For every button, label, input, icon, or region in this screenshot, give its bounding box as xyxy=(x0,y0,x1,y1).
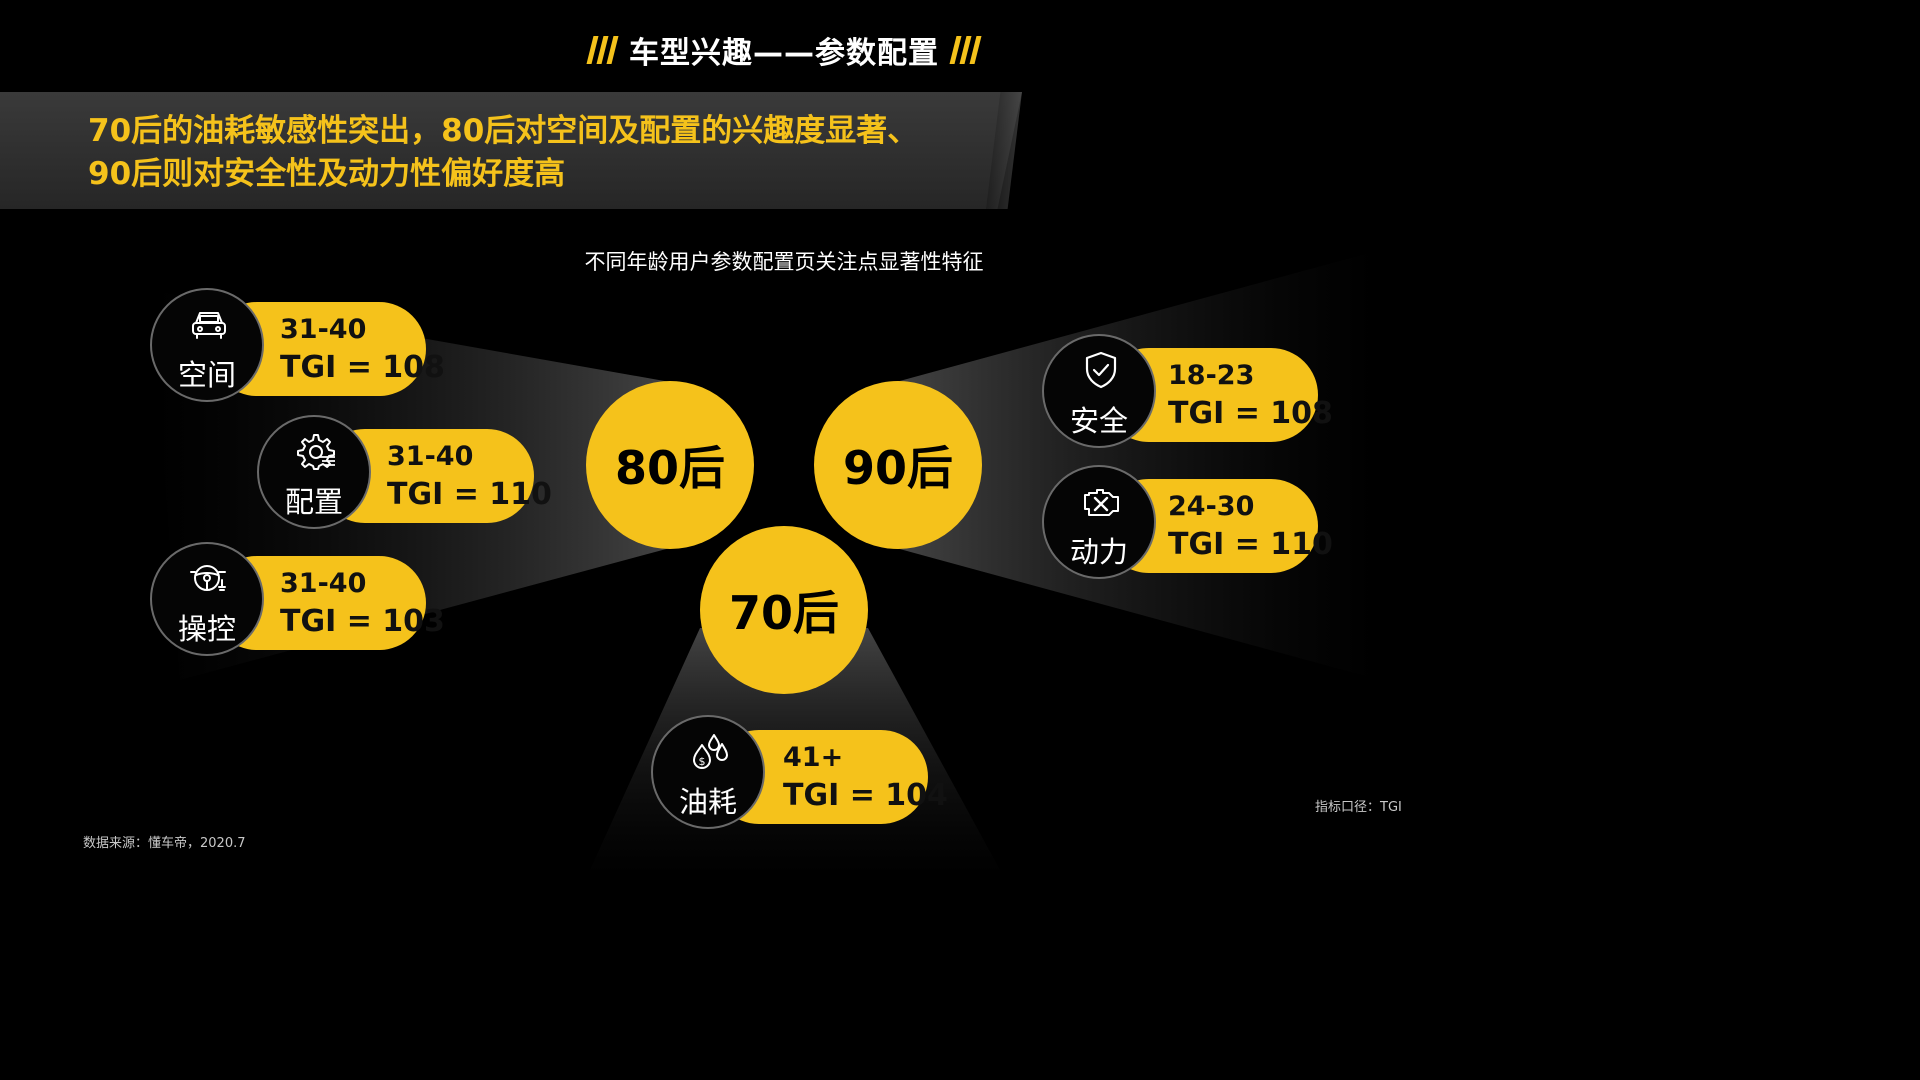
headline-banner xyxy=(0,92,1022,209)
feature-space-circle: 空间 xyxy=(150,288,264,402)
generation-80-circle: 80后 xyxy=(586,381,754,549)
car-icon xyxy=(192,312,226,339)
feature-power-badge: 24-30 TGI = 110 xyxy=(1102,479,1333,573)
chart-subtitle: 不同年龄用户参数配置页关注点显著性特征 xyxy=(0,246,1568,276)
feature-power-tgi: TGI = 110 xyxy=(1168,527,1333,562)
engine-icon xyxy=(1084,489,1119,516)
steering-wheel-icon xyxy=(190,565,226,591)
feature-safety-label: 安全 xyxy=(1069,404,1128,438)
chart-subtitle-text: 不同年龄用户参数配置页关注点显著性特征 xyxy=(584,250,984,274)
generation-70-circle: 70后 xyxy=(700,526,868,694)
feature-space-age: 31-40 xyxy=(280,314,367,345)
feature-fuel-tgi: TGI = 104 xyxy=(783,778,948,813)
feature-fuel-label: 油耗 xyxy=(678,785,737,819)
feature-safety-tgi: TGI = 108 xyxy=(1168,396,1333,431)
feature-power-circle: 动力 xyxy=(1042,465,1156,579)
feature-fuel-circle: $ 油耗 xyxy=(651,715,765,829)
feature-config-circle: 配置 xyxy=(257,415,371,529)
feature-control-tgi: TGI = 103 xyxy=(280,604,445,639)
footer-metric: 指标口径：TGI xyxy=(1315,800,1402,815)
fuel-drops-icon: $ xyxy=(693,734,728,769)
feature-config-label: 配置 xyxy=(284,485,343,519)
feature-fuel-age: 41+ xyxy=(783,742,844,773)
gear-settings-icon xyxy=(297,434,335,470)
title-bar: 车型兴趣——参数配置 xyxy=(0,28,1568,72)
feature-space-label: 空间 xyxy=(177,358,236,392)
footer-source: 数据来源：懂车帝，2020.7 xyxy=(83,836,246,851)
svg-text:$: $ xyxy=(699,755,706,768)
title-stripes-right xyxy=(949,36,982,64)
feature-control-age: 31-40 xyxy=(280,568,367,599)
title-stripes-left xyxy=(586,36,619,64)
feature-control-label: 操控 xyxy=(177,612,236,646)
feature-safety-age: 18-23 xyxy=(1168,360,1255,391)
feature-safety-circle: 安全 xyxy=(1042,334,1156,448)
shield-check-icon xyxy=(1085,351,1117,389)
generation-90-circle: 90后 xyxy=(814,381,982,549)
headline-line-2: 90后则对安全性及动力性偏好度高 xyxy=(88,156,566,192)
feature-config-tgi: TGI = 110 xyxy=(387,477,552,512)
feature-power-age: 24-30 xyxy=(1168,491,1255,522)
page-title: 车型兴趣——参数配置 xyxy=(629,36,939,71)
headline-line-1: 70后的油耗敏感性突出，80后对空间及配置的兴趣度显著、 xyxy=(88,113,919,149)
feature-space-tgi: TGI = 108 xyxy=(280,350,445,385)
headline: 70后的油耗敏感性突出，80后对空间及配置的兴趣度显著、 90后则对安全性及动力… xyxy=(88,110,988,196)
feature-power-label: 动力 xyxy=(1069,535,1128,569)
feature-config-age: 31-40 xyxy=(387,441,474,472)
feature-control-circle: 操控 xyxy=(150,542,264,656)
